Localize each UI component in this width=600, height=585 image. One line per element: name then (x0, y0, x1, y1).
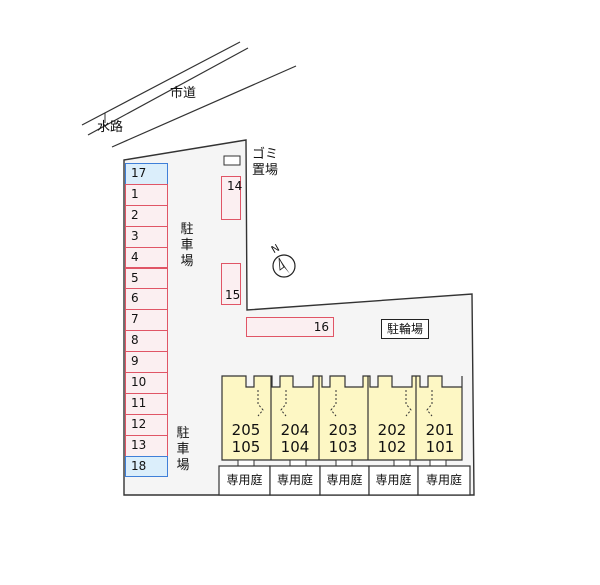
parking-slot-5: 5 (125, 267, 168, 290)
garbage-label-line1: ゴミ (252, 147, 279, 162)
parking-slot-2: 2 (125, 204, 168, 227)
parking-slot-17: 17 (125, 163, 168, 185)
parking-slot-15: 15 (221, 263, 241, 305)
private-garden-label: 専用庭 (375, 473, 412, 487)
unit-upper-number: 205 (231, 421, 261, 439)
parking-slot-1: 1 (125, 183, 168, 206)
unit-lower-number: 103 (328, 438, 358, 456)
private-garden-label: 専用庭 (276, 473, 313, 487)
garbage-label-line2: 置場 (252, 163, 279, 178)
unit-upper-number: 202 (377, 421, 407, 439)
unit-lower-number: 104 (280, 438, 310, 456)
unit-lower-number: 102 (377, 438, 407, 456)
parking-slot-18: 18 (125, 455, 168, 478)
garbage-area-box (223, 155, 241, 166)
parking-slot-4: 4 (125, 246, 168, 269)
parking-slot-12: 12 (125, 413, 168, 436)
parking-slot-16: 16 (246, 317, 334, 337)
parking-slot-9: 9 (125, 351, 168, 373)
road-label: 市道 (170, 86, 197, 101)
unit-upper-number: 204 (280, 421, 310, 439)
waterway-label: 水路 (97, 120, 124, 135)
private-garden-label: 専用庭 (425, 473, 462, 487)
private-gardens (218, 465, 471, 496)
unit-upper-number: 203 (328, 421, 358, 439)
parking-label-lower: 駐 車 場 (176, 426, 190, 473)
parking-slot-13: 13 (125, 434, 168, 457)
road-lines (81, 41, 297, 148)
private-garden-label: 専用庭 (326, 473, 363, 487)
parking-slot-7: 7 (125, 309, 168, 332)
parking-slot-8: 8 (125, 330, 168, 353)
parking-label-upper: 駐 車 場 (180, 222, 194, 269)
bicycle-parking-label: 駐輪場 (381, 319, 430, 339)
private-garden-label: 専用庭 (226, 473, 263, 487)
parking-slot-3: 3 (125, 225, 168, 248)
unit-lower-number: 105 (231, 438, 261, 456)
parking-slot-11: 11 (125, 392, 168, 415)
unit-lower-number: 101 (425, 438, 455, 456)
parking-slot-6: 6 (125, 288, 168, 311)
parking-slot-10: 10 (125, 372, 168, 394)
unit-upper-number: 201 (425, 421, 455, 439)
north-arrow-icon: N (268, 243, 300, 280)
parking-slot-14: 14 (221, 176, 242, 220)
